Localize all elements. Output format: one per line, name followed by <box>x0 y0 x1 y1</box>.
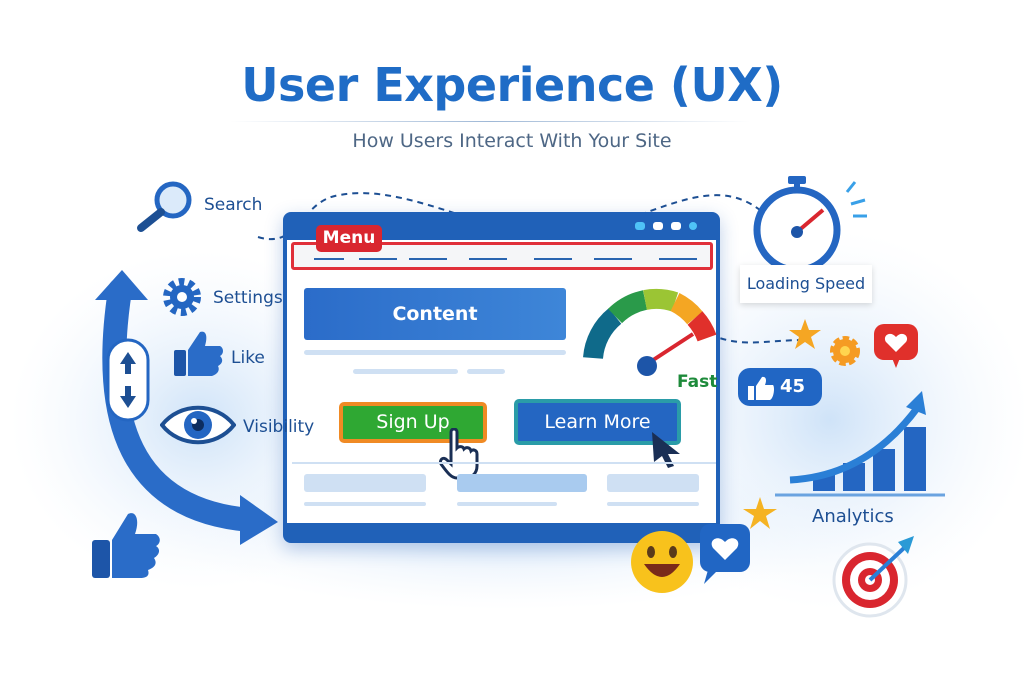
text-placeholder <box>607 502 699 506</box>
smiley-emoji-icon <box>631 531 693 593</box>
likes-count-badge: 45 <box>738 368 822 406</box>
like-label: Like <box>231 348 265 368</box>
text-placeholder <box>304 502 426 506</box>
text-placeholder <box>467 369 505 374</box>
page-title: User Experience (UX) <box>241 58 783 112</box>
menu-badge[interactable]: Menu <box>316 225 382 252</box>
title-divider <box>230 121 750 122</box>
search-label: Search <box>204 195 263 215</box>
analytics-label: Analytics <box>812 506 894 527</box>
target-icon <box>832 536 914 618</box>
sign-up-button[interactable]: Sign Up <box>339 402 487 443</box>
thumbs-up-icon <box>92 513 160 578</box>
card-placeholder <box>304 474 426 492</box>
curved-arrow-icon <box>102 278 262 532</box>
thumbs-up-icon <box>748 376 774 400</box>
card-placeholder <box>607 474 699 492</box>
page-subtitle: How Users Interact With Your Site <box>352 130 672 152</box>
stopwatch-icon <box>753 176 867 272</box>
divider <box>292 462 716 464</box>
text-placeholder <box>304 350 566 355</box>
text-placeholder <box>353 369 458 374</box>
speedometer-icon <box>583 288 717 376</box>
window-dot <box>671 222 681 230</box>
browser-window: Content Fast Sign Up Learn More <box>283 212 720 543</box>
text-placeholder <box>457 502 557 506</box>
window-dot <box>635 222 645 230</box>
window-dot <box>689 222 697 230</box>
eye-icon <box>160 405 236 445</box>
loading-speed-label: Loading Speed <box>740 265 872 303</box>
arrow-cursor-icon <box>652 432 680 468</box>
bar-chart-icon <box>775 391 945 497</box>
visibility-label: Visibility <box>243 417 315 437</box>
settings-label: Settings <box>213 288 283 308</box>
star-icon <box>789 319 821 349</box>
thumbs-up-icon <box>174 331 223 376</box>
card-placeholder <box>457 474 587 492</box>
likes-count: 45 <box>780 376 806 397</box>
heart-bubble-icon <box>700 524 750 584</box>
star-icon <box>743 497 777 529</box>
hand-cursor-icon <box>439 428 479 480</box>
content-block: Content <box>304 288 566 340</box>
speed-label: Fast <box>677 372 718 392</box>
flower-icon <box>830 336 860 366</box>
search-icon <box>137 181 192 232</box>
gear-icon <box>163 278 201 316</box>
window-dot <box>653 222 663 230</box>
scroll-arrows-icon <box>106 338 150 422</box>
heart-bubble-icon <box>874 324 918 368</box>
